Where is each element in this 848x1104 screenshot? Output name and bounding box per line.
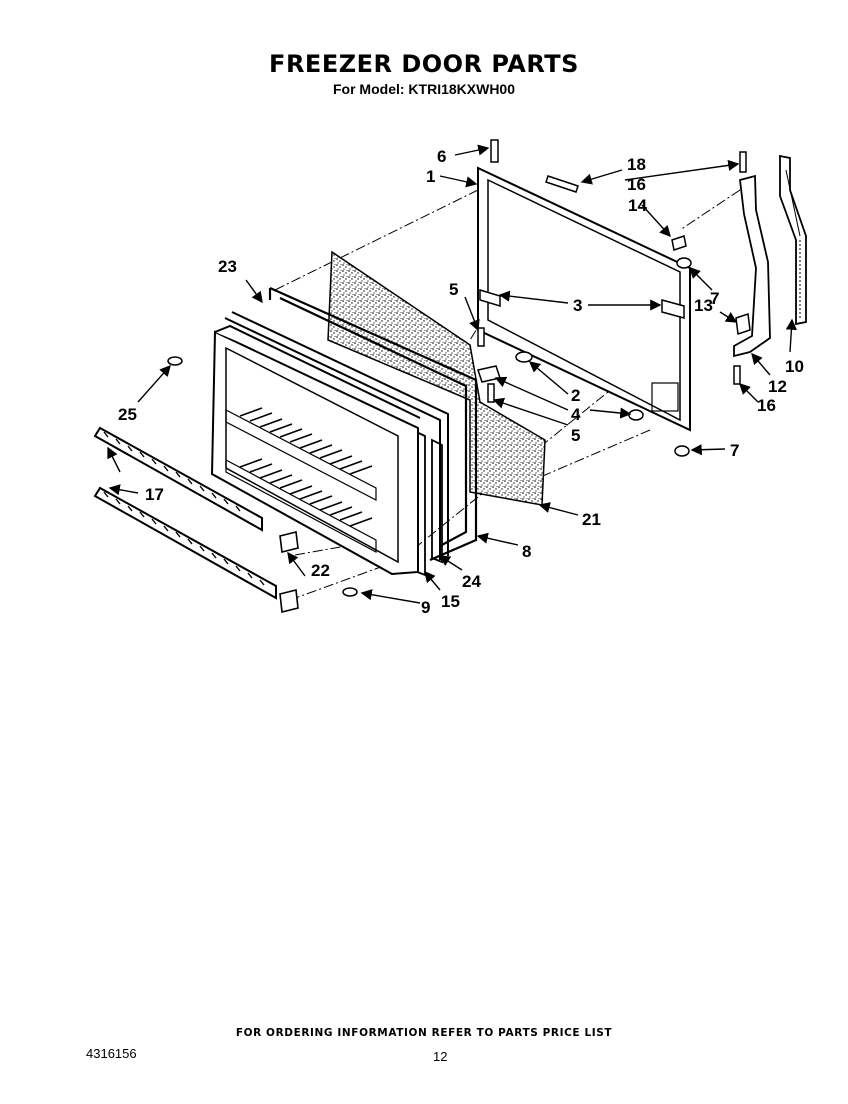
handle-rod [779,154,807,326]
document-number: 4316156 [86,1046,137,1061]
shelf-bar-hatching [103,431,265,586]
callout-7-bottom: 7 [730,441,739,460]
callout-25: 25 [118,405,137,424]
callout-8: 8 [522,542,531,561]
callout-labels: 6 1 18 16 14 7 13 3 5 10 12 16 2 4 5 7 2… [118,147,804,617]
callout-1: 1 [426,167,435,186]
ordering-note: FOR ORDERING INFORMATION REFER TO PARTS … [235,1027,613,1039]
outer-door-panel [477,166,691,432]
callout-7-top: 7 [710,289,719,308]
callout-16-bottom: 16 [757,396,776,415]
washers [671,235,692,457]
small-hinge [735,312,751,336]
callout-17: 17 [145,485,164,504]
callout-24: 24 [462,572,481,591]
callout-14: 14 [628,196,647,215]
callout-4: 4 [571,405,581,424]
screws [167,139,747,597]
top-clip [545,175,579,193]
shelf-ribs [239,407,373,527]
callout-16-top: 16 [627,175,646,194]
callout-18: 18 [627,155,646,174]
callout-9: 9 [421,598,430,617]
callout-22: 22 [311,561,330,580]
page-number: 12 [433,1049,448,1064]
page-title: FREEZER DOOR PARTS [269,50,579,78]
callout-15: 15 [441,592,460,611]
callout-2: 2 [571,386,580,405]
callout-23: 23 [218,257,237,276]
callout-5-top: 5 [449,280,458,299]
callout-6: 6 [437,147,446,166]
callout-3: 3 [573,296,582,315]
callout-5-bottom: 5 [571,426,580,445]
hinge-bracket [733,174,771,358]
callout-10: 10 [785,357,804,376]
liner-shelves [225,409,377,553]
callout-12: 12 [768,377,787,396]
model-subtitle: For Model: KTRI18KXWH00 [332,81,515,97]
shelf-bars [93,426,277,600]
leader-arrows [107,144,797,604]
callout-21: 21 [582,510,601,529]
shelf-end-caps [279,531,299,613]
door-gasket [268,286,478,562]
callout-13: 13 [694,296,713,315]
liner-gasket [224,311,449,560]
